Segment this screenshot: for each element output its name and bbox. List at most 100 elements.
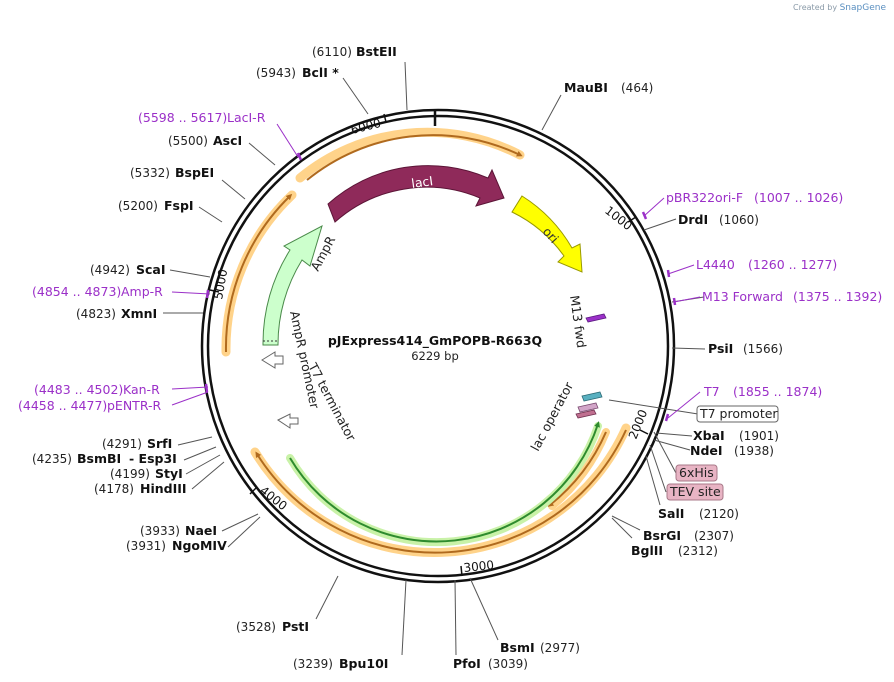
enzyme-pos-Bpu10I: (3239) <box>293 657 333 671</box>
lac-operator-glyph-1 <box>581 391 603 402</box>
enzyme-name-BclI: BclI * <box>302 65 339 80</box>
snapgene-brand: SnapGene <box>839 3 886 13</box>
enzyme-name-BsrGI: BsrGI <box>643 528 681 543</box>
leader-T7 <box>667 391 701 419</box>
enzyme-pos-BsrGI: (2307) <box>694 529 734 543</box>
enzyme-name-PfoI: PfoI <box>453 656 481 671</box>
lac-operator-glyph-2 <box>577 402 599 413</box>
credit-text: Created by <box>793 3 838 12</box>
mark-M13Forward <box>672 297 677 306</box>
plasmid-name: pJExpress414_GmPOPB-R663Q <box>328 333 542 349</box>
tick-label-2000: 2000 <box>626 408 650 442</box>
enzyme-pos-SalI: (2120) <box>699 507 739 521</box>
enzyme-name-PsiI: PsiI <box>708 341 733 356</box>
enzyme-name-NaeI: NaeI <box>185 523 217 538</box>
enzyme-pos-BglII: (2312) <box>678 544 718 558</box>
lac-operator-label: lac operator <box>527 379 576 454</box>
leader-T7-promoter <box>608 399 699 415</box>
primer-range-T7: (1855 .. 1874) <box>733 384 822 399</box>
leader-MauBI <box>541 94 562 131</box>
primer-name-T7: T7 <box>703 384 720 399</box>
enzyme-name-FspI: FspI <box>164 198 194 213</box>
leader-PfoI <box>454 579 457 656</box>
enzyme-name-BstEII: BstEII <box>356 44 397 59</box>
enzyme-pos-XbaI: (1901) <box>739 429 779 443</box>
leader-pENTR-R <box>171 391 209 406</box>
enzyme-name-DrdI: DrdI <box>678 212 708 227</box>
backbone-inner <box>206 114 670 578</box>
enzyme-labels: (6110) BstEII (5943) BclI * (5500) AscI … <box>32 44 783 671</box>
leader-AscI <box>248 142 276 166</box>
enzyme-name-SalI: SalI <box>658 506 684 521</box>
lac-operator-glyph-3 <box>575 409 597 419</box>
primer-range-L4440: (1260 .. 1277) <box>748 257 837 272</box>
enzyme-pos-BsmI: (2977) <box>540 641 580 655</box>
orange-arc-left <box>224 193 293 353</box>
leader-BclI <box>342 77 369 115</box>
enzyme-pos-PsiI: (1566) <box>743 342 783 356</box>
enzyme-name-HindIII: HindIII <box>140 481 187 496</box>
leader-BsmI <box>469 577 499 641</box>
enzyme-name-Bpu10I: Bpu10I <box>339 656 388 671</box>
tick-3000 <box>460 565 463 577</box>
M13-fwd-primer <box>585 313 607 323</box>
leader-Bpu10I <box>401 579 407 656</box>
enzyme-name-AscI: AscI <box>213 133 242 148</box>
AmpR-promoter-arrow <box>261 351 284 369</box>
ori-feature <box>511 195 583 273</box>
leader-BsrGI <box>611 515 641 531</box>
tick-4000 <box>249 487 257 495</box>
mark-Kan-R <box>204 383 209 393</box>
leader-BspEI <box>221 179 246 200</box>
M13-fwd-label: M13 fwd <box>567 294 589 349</box>
leader-BstEII <box>404 61 408 111</box>
enzyme-name-BsmBI: BsmBI <box>77 451 121 466</box>
tick-label-6000: 6000 <box>349 116 382 137</box>
leader-SrfI <box>177 436 213 446</box>
leader-Kan-R <box>171 386 209 390</box>
T7-promoter-text: T7 promoter <box>699 406 778 421</box>
mark-LacI-R <box>296 152 303 161</box>
tick-5000 <box>209 289 220 293</box>
primer-marks <box>204 152 677 422</box>
TEV-site-text: TEV site <box>669 484 721 499</box>
mark-T7 <box>664 413 670 422</box>
mark-Amp-R <box>205 289 210 299</box>
insert-arc <box>289 421 600 543</box>
enzyme-name-PstI: PstI <box>282 619 309 634</box>
enzyme-pos-BsmBI: (4235) <box>32 452 72 466</box>
enzyme-pos-NdeI: (1938) <box>734 444 774 458</box>
snapgene-credit: Created by SnapGene <box>793 3 886 13</box>
enzyme-name-StyI: StyI <box>155 466 183 481</box>
leader-Amp-R <box>171 291 211 295</box>
leader-NgoMIV <box>227 516 261 548</box>
6xHis-box <box>675 464 718 482</box>
enzyme-pos-FspI: (5200) <box>118 199 158 213</box>
enzyme-pos-BspEI: (5332) <box>130 166 170 180</box>
primer-labels: (5598 .. 5617) LacI-R (4854 .. 4873) Amp… <box>18 110 882 413</box>
leader-BsmBI <box>183 446 217 461</box>
tick-6000 <box>383 113 387 123</box>
enzyme-name-BspEI: BspEI <box>175 165 214 180</box>
enzyme-name-MauBI: MauBI <box>564 80 608 95</box>
tick-label-3000: 3000 <box>463 558 495 575</box>
leader-L4440 <box>667 264 695 275</box>
orange-arc-bottom <box>255 429 627 554</box>
leader-NaeI <box>221 513 259 532</box>
enzyme-pos-BstEII: (6110) <box>312 45 352 59</box>
leader-HindIII <box>191 461 225 490</box>
enzyme-pos-DrdI: (1060) <box>719 213 759 227</box>
primer-range-pENTR-R: (4458 .. 4477) <box>18 398 107 413</box>
primer-name-pBR322ori-F: pBR322ori-F <box>666 190 743 205</box>
enzyme-pos-BclI: (5943) <box>256 66 296 80</box>
primer-range-pBR322ori-F: (1007 .. 1026) <box>754 190 843 205</box>
enzyme-pos-HindIII: (4178) <box>94 482 134 496</box>
tick-2000 <box>639 429 649 435</box>
enzyme-name-SrfI: SrfI <box>147 436 172 451</box>
leader-XbaI <box>655 432 693 437</box>
enzyme-pos-StyI: (4199) <box>110 467 150 481</box>
TEV-site-box <box>666 483 724 501</box>
leader-ScaI <box>169 269 211 278</box>
6xHis-text: 6xHis <box>679 465 714 480</box>
enzyme-pos-PstI: (3528) <box>236 620 276 634</box>
